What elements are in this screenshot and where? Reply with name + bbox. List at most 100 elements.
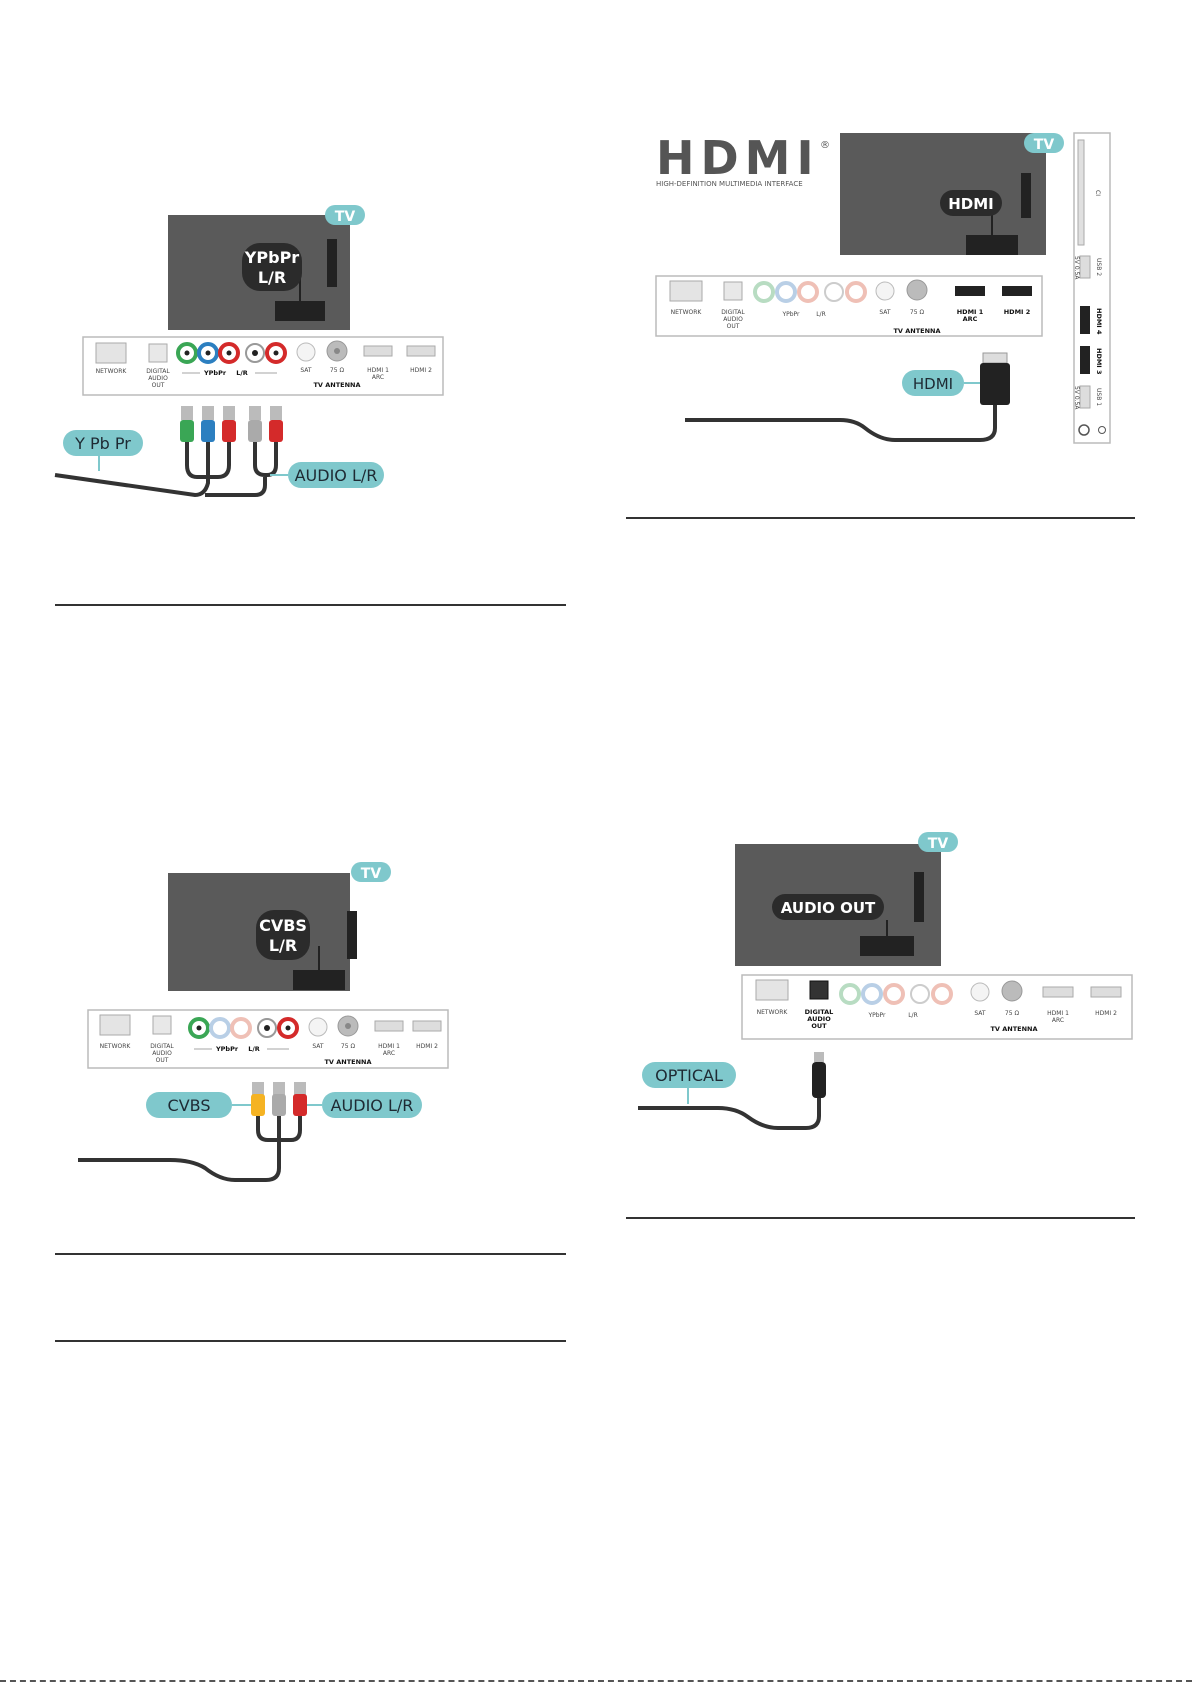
- hdmi2-port: [1090, 986, 1122, 998]
- arc-label: ARC: [1052, 1017, 1064, 1024]
- network-port-icon: [755, 979, 789, 1001]
- hdmi2-port: [1002, 286, 1032, 296]
- hdmi1-label: HDMI 1: [378, 1043, 400, 1050]
- audio-lr-pill: [288, 462, 384, 488]
- tv-port: [275, 301, 325, 321]
- port-label-line1: YPbPr: [244, 248, 299, 267]
- hdmi2-label: HDMI 2: [410, 367, 432, 374]
- divider-left-2: [55, 1253, 566, 1255]
- network-label: NETWORK: [671, 309, 703, 316]
- headphone-icon: [1098, 426, 1106, 434]
- digital-audio-label-1: DIGITAL: [146, 368, 170, 375]
- antenna-port: [1001, 980, 1023, 1002]
- cvbs-cable: [78, 1116, 302, 1182]
- digital-audio-label-1: DIGITAL: [805, 1008, 834, 1016]
- port-label-pill: [242, 243, 302, 291]
- sat-port: [308, 1017, 328, 1037]
- divider-left-1: [55, 604, 566, 606]
- audio-lr-pill: [322, 1092, 422, 1118]
- rca-plug-red-audio: [269, 406, 283, 442]
- sat-port: [296, 342, 316, 362]
- jack-green: [753, 281, 775, 303]
- optical-plug: [812, 1062, 826, 1098]
- lr-label: L/R: [248, 1045, 260, 1053]
- digital-audio-label-2: AUDIO: [152, 1050, 172, 1057]
- usb1-service-label: 5V 0.5A: [1073, 386, 1080, 410]
- jack-white: [824, 282, 844, 302]
- tv-badge-text: TV: [1034, 137, 1055, 153]
- network-label: NETWORK: [757, 1009, 789, 1016]
- tv-badge: [351, 862, 391, 882]
- ci-label: CI: [1094, 190, 1101, 196]
- cvbs-connection-diagram: TV CVBS L/R NETWORK DIGITAL AUDIO OUT YP…: [78, 862, 449, 1182]
- network-port-icon: [99, 1014, 131, 1036]
- hdmi-cable-pill: [902, 370, 964, 396]
- digital-audio-label-2: AUDIO: [807, 1015, 831, 1023]
- tv-port: [293, 970, 345, 990]
- network-label: NETWORK: [100, 1043, 132, 1050]
- hdmi-plug-tip: [982, 352, 1008, 364]
- sat-label: SAT: [312, 1043, 324, 1050]
- port-label: AUDIO OUT: [781, 899, 876, 917]
- hdmi-logo: HDMI: [656, 131, 820, 185]
- optical-connection-diagram: TV AUDIO OUT NETWORK DIGITAL AUDIO OUT Y…: [638, 832, 1133, 1130]
- ypbpr-label: YPbPr: [867, 1012, 886, 1019]
- optical-cable-pill: [642, 1062, 736, 1088]
- tv-side-slot: [347, 911, 357, 959]
- hdmi1-port: [955, 286, 985, 296]
- jack-red-audio: [845, 281, 867, 303]
- hdmi2-label: HDMI 2: [1095, 1010, 1117, 1017]
- jack-red: [883, 983, 905, 1005]
- sat-label: SAT: [300, 367, 312, 374]
- hdmi2-port: [406, 345, 436, 357]
- digital-audio-label-1: DIGITAL: [150, 1043, 174, 1050]
- hdmi-cable-label: HDMI: [913, 375, 953, 393]
- lr-label: L/R: [236, 369, 248, 377]
- headphone-jack: [1078, 424, 1090, 436]
- lr-label: L/R: [816, 311, 826, 318]
- digital-audio-port-icon: [809, 980, 829, 1000]
- hdmi-logo-subtitle: HIGH-DEFINITION MULTIMEDIA INTERFACE: [656, 180, 803, 188]
- network-port-icon: [669, 280, 703, 302]
- hdmi1-label: HDMI 1: [367, 367, 389, 374]
- jack-red-audio: [931, 983, 953, 1005]
- tv-port: [966, 235, 1018, 255]
- ci-slot: [1077, 139, 1085, 246]
- digital-audio-label-3: OUT: [156, 1057, 169, 1064]
- divider-right-2: [626, 1217, 1135, 1219]
- port-label-pill: [256, 910, 310, 960]
- cvbs-cable-label: CVBS: [168, 1096, 211, 1115]
- digital-audio-label-2: AUDIO: [148, 375, 168, 382]
- optical-cable-label: OPTICAL: [655, 1066, 723, 1085]
- tv-badge-text: TV: [928, 836, 949, 852]
- tv-badge-text: TV: [361, 866, 382, 882]
- rca-plug-yellow: [251, 1082, 265, 1116]
- jack-blue: [861, 983, 883, 1005]
- hdmi1-label: HDMI 1: [1047, 1010, 1069, 1017]
- optical-cable: [638, 1098, 821, 1130]
- ypbpr-cable-pill: [63, 430, 143, 456]
- audio-lr-label: AUDIO L/R: [295, 466, 378, 485]
- digital-audio-label-1: DIGITAL: [721, 309, 745, 316]
- sat-label: SAT: [974, 1010, 986, 1017]
- tv-antenna-label: TV ANTENNA: [325, 1058, 372, 1066]
- connector-panel: [741, 974, 1133, 1040]
- port-label-pill: [940, 190, 1002, 216]
- ypbpr-label: YPbPr: [781, 311, 800, 318]
- digital-audio-port-icon: [723, 281, 743, 301]
- port-label-line2: L/R: [269, 936, 297, 955]
- ypbpr-label: YPbPr: [203, 369, 227, 377]
- usb1-port: [1079, 385, 1091, 409]
- tv-side-slot: [327, 239, 337, 287]
- hdmi3-port: [1080, 346, 1090, 374]
- jack-blue: [209, 1017, 231, 1039]
- hdmi4-port: [1080, 306, 1090, 334]
- jack-red: [797, 281, 819, 303]
- lr-label: L/R: [908, 1012, 918, 1019]
- rca-plug-red: [222, 406, 236, 442]
- digital-audio-label-3: OUT: [152, 382, 165, 389]
- audio-cable: [205, 442, 278, 497]
- hdmi2-label: HDMI 2: [1004, 308, 1031, 316]
- rca-plug-blue: [201, 406, 215, 442]
- hdmi-logo-registered: ®: [820, 140, 830, 151]
